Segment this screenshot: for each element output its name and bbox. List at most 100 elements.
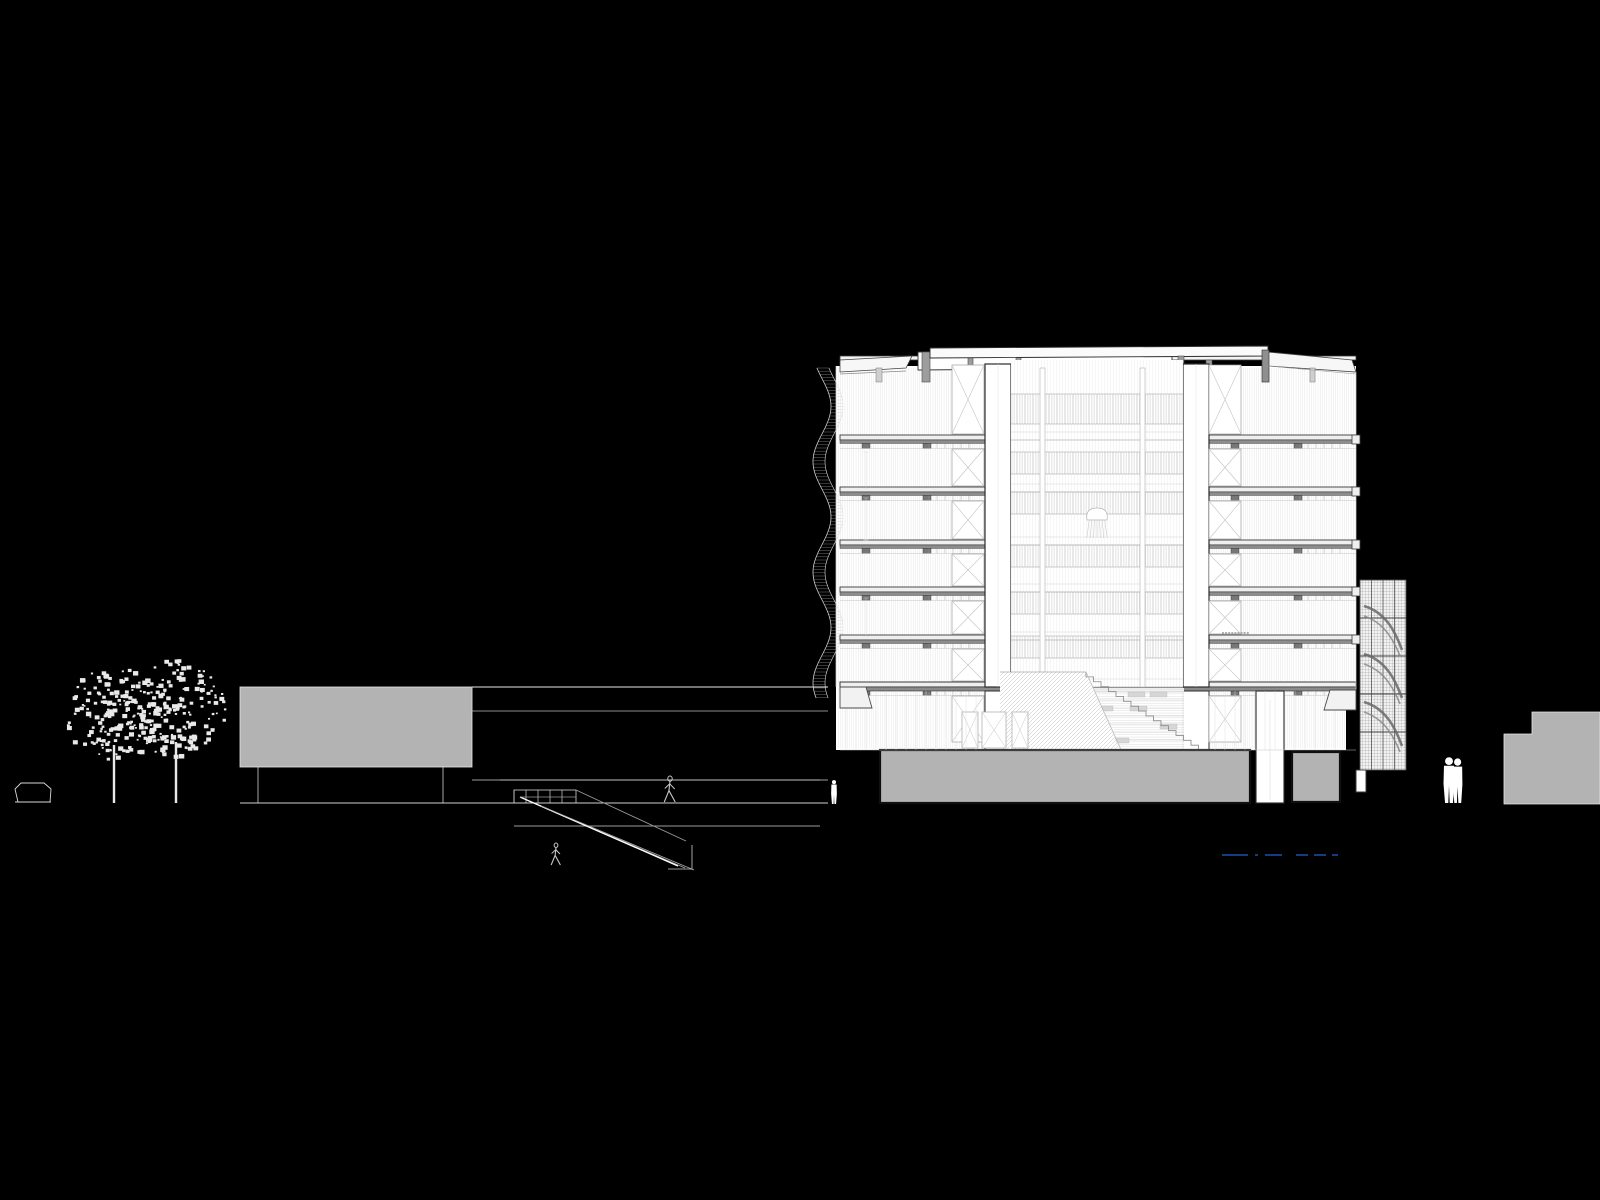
foliage-blob [98, 753, 101, 755]
foliage-blob [140, 718, 146, 722]
foliage-blob [114, 690, 120, 695]
foliage-blob [129, 722, 132, 725]
foliage-blob [188, 722, 193, 727]
foliage-blob [156, 723, 162, 728]
foliage-blob [177, 663, 181, 666]
foliage-blob [174, 659, 180, 664]
foliage-blob [122, 749, 126, 753]
foliage-blob [184, 727, 187, 730]
foliage-blob [163, 701, 167, 704]
foliage-blob [166, 680, 171, 684]
foliage-blob [176, 743, 182, 748]
foliage-blob [193, 746, 199, 751]
figure-head [1445, 757, 1453, 766]
foliage-blob [147, 702, 151, 705]
parked-car-icon [14, 782, 52, 803]
foliage-blob [120, 694, 125, 698]
path [824, 367, 844, 699]
foliage-blob [179, 671, 184, 676]
rect [1208, 586, 1357, 593]
rect [1234, 632, 1237, 635]
foliage-blob [100, 739, 103, 743]
foliage-blob [156, 685, 159, 688]
foliage-blob [100, 718, 105, 722]
foliage-blob [158, 683, 164, 688]
foliage-blob [175, 706, 180, 710]
line [1093, 519, 1095, 539]
foliage-blob [211, 712, 215, 716]
foliage-blob [100, 727, 103, 730]
foliage-blob [180, 677, 186, 682]
foliage-blob [95, 741, 98, 744]
rect [1011, 452, 1183, 474]
foliage-blob [99, 730, 103, 733]
foliage-blob [128, 732, 135, 737]
foliage-blob [123, 700, 126, 702]
foliage-blob [108, 676, 112, 680]
foliage-blob [106, 682, 111, 687]
foliage-blob [162, 745, 168, 750]
foliage-blob [189, 735, 194, 739]
path [1208, 648, 1242, 682]
foliage-blob [124, 677, 129, 681]
foliage-blob [181, 666, 187, 671]
foliage-blob [222, 718, 226, 722]
foliage-blob [213, 701, 219, 705]
path [951, 500, 985, 540]
foliage-blob [187, 739, 192, 743]
rect [1309, 367, 1316, 383]
foliage-blob [166, 696, 171, 701]
rect [921, 351, 931, 383]
figure-pair [1443, 757, 1463, 803]
rect [1230, 548, 1240, 554]
rect [1293, 495, 1303, 501]
foliage-blob [197, 669, 201, 673]
foliage-blob [149, 724, 153, 727]
path [951, 364, 985, 435]
rect [878, 748, 1252, 805]
basement-poche [878, 748, 1342, 805]
rect [1237, 632, 1240, 635]
foliage-blob [106, 708, 110, 711]
foliage-blob [182, 712, 186, 715]
foliage-blob [79, 678, 86, 683]
foliage-blob [105, 742, 110, 747]
foliage-blob [197, 682, 200, 685]
foliage-blob [169, 725, 175, 730]
foliage-blob [107, 688, 110, 691]
foliage-blob [111, 703, 114, 705]
foliage-blob [83, 705, 86, 707]
line [1089, 519, 1093, 539]
foliage-blob [125, 749, 130, 753]
foliage-blob [153, 711, 159, 716]
foliage-blob [163, 713, 167, 716]
grand-entry-stair [1000, 671, 1206, 753]
path [1453, 766, 1463, 803]
foliage-blob [203, 741, 208, 745]
rect [1039, 367, 1046, 688]
foliage-blob [156, 708, 161, 712]
path [663, 790, 676, 803]
foliage-blob [146, 684, 150, 687]
foliage-blob [96, 675, 101, 680]
line [540, 805, 695, 871]
rect [1230, 443, 1240, 449]
path [951, 648, 985, 682]
path [981, 711, 1007, 749]
foliage-blob [165, 718, 169, 721]
rect [1351, 434, 1361, 445]
foliage-blob [129, 748, 134, 752]
standing-figure-entry [831, 780, 837, 804]
foliage-blob [175, 704, 179, 707]
line [1267, 365, 1357, 375]
path [839, 370, 907, 375]
foliage-blob [144, 720, 148, 723]
line [1085, 671, 1123, 753]
foliage-blob [184, 686, 190, 692]
foliage-blob [94, 715, 100, 720]
foliage-blob [189, 713, 192, 716]
foliage-blob [149, 682, 154, 686]
foliage-blob [200, 690, 203, 693]
rect [1246, 632, 1249, 635]
